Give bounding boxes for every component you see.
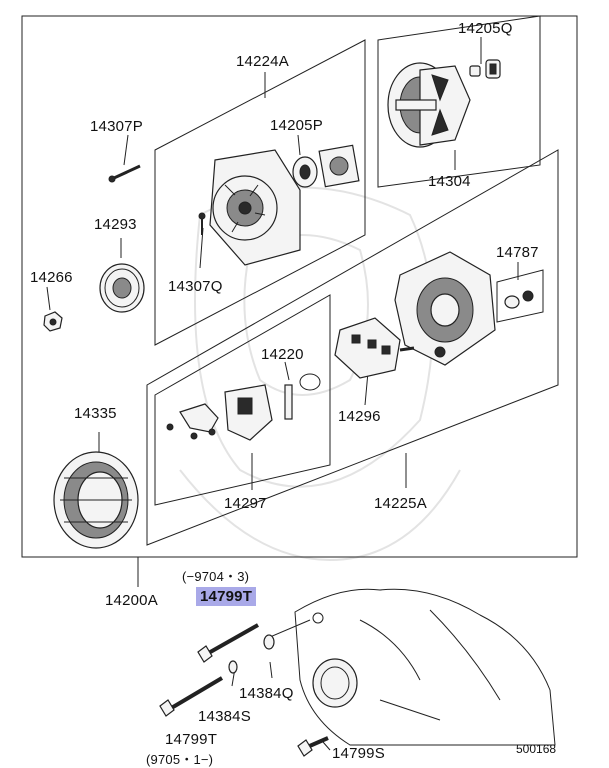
part-14384q-washer	[263, 634, 275, 650]
part-14224a-bracket	[209, 149, 301, 266]
part-14266-nut	[43, 311, 63, 332]
box-14787	[496, 269, 544, 323]
part-14225a-rear-housing	[394, 251, 496, 366]
label-14220: 14220	[261, 346, 304, 363]
part-14799s-bolt	[297, 736, 329, 757]
part-14335-stator	[53, 451, 139, 549]
label-14384q: 14384Q	[239, 685, 294, 702]
part-14787	[504, 290, 534, 309]
label-14293: 14293	[94, 216, 137, 233]
label-14266: 14266	[30, 269, 73, 286]
figure-id: 500168	[516, 742, 557, 756]
part-14293-pulley	[99, 263, 145, 313]
label-14307q: 14307Q	[168, 278, 223, 295]
box-14297	[154, 294, 331, 506]
engine-block	[294, 588, 556, 746]
label-date-bottom: (9705・1−)	[146, 752, 214, 767]
leader-lines	[46, 37, 519, 751]
label-14384s: 14384S	[198, 708, 251, 725]
watermark-crest	[179, 186, 461, 562]
label-14787: 14787	[496, 244, 539, 261]
part-14297-regulator	[166, 384, 273, 441]
label-14205q: 14205Q	[458, 20, 513, 37]
part-14220	[284, 373, 321, 420]
main-frame	[21, 15, 578, 558]
label-14799s: 14799S	[332, 745, 385, 762]
part-14799t-upper-bolt	[197, 623, 259, 663]
box-14225a	[146, 149, 559, 546]
label-14205p: 14205P	[270, 117, 323, 134]
label-14335: 14335	[74, 405, 117, 422]
part-14307q-screw	[198, 212, 206, 235]
label-14297: 14297	[224, 495, 267, 512]
part-14307p-bolt	[108, 164, 141, 183]
label-14304: 14304	[428, 173, 471, 190]
part-14205q	[469, 59, 501, 79]
part-14384s-washer	[228, 660, 238, 674]
label-14224a: 14224A	[236, 53, 289, 70]
part-14296-rectifier	[334, 317, 415, 379]
label-14296: 14296	[338, 408, 381, 425]
label-14307p: 14307P	[90, 118, 143, 135]
part-14799t-lower-bolt	[159, 676, 224, 717]
label-14799t: 14799T	[165, 731, 218, 748]
part-14304-rotor	[387, 62, 471, 148]
label-14225a: 14225A	[374, 495, 427, 512]
box-14304	[377, 15, 541, 188]
label-14200a: 14200A	[105, 592, 158, 609]
part-14205p	[292, 144, 360, 188]
label-date-top: (−9704・3)	[182, 569, 250, 584]
label-14799t-highlighted[interactable]: 14799T	[196, 587, 257, 606]
box-14224a	[154, 39, 366, 346]
